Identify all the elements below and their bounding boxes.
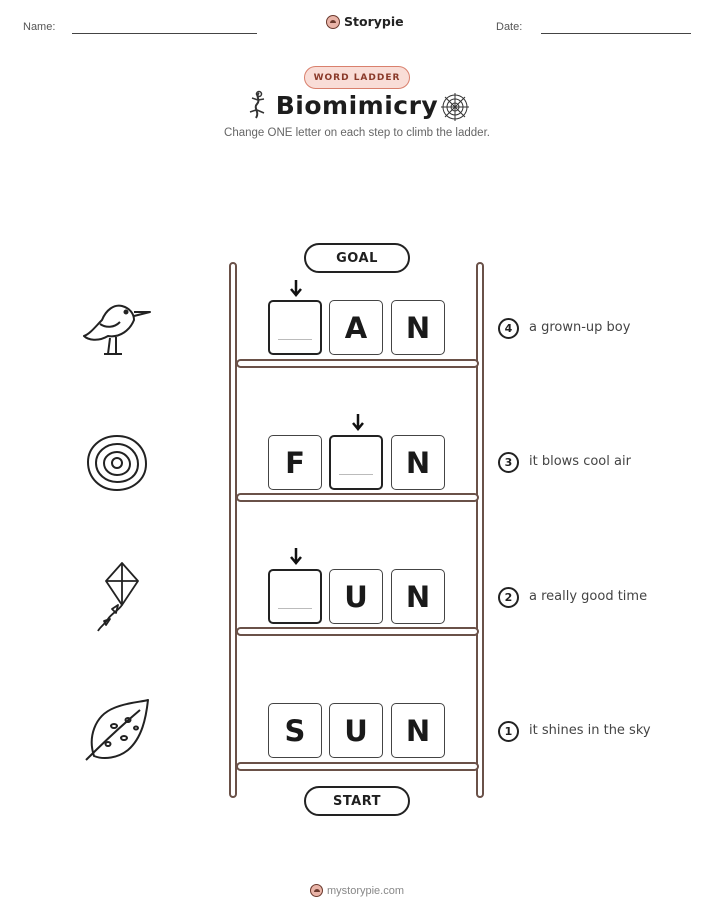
kite-icon (97, 562, 139, 632)
letter-tile: U (329, 569, 383, 624)
clue-text: it shines in the sky (529, 723, 651, 738)
arrow-down-icon (290, 548, 302, 565)
letter-tile: N (391, 300, 445, 355)
brand-name: Storypie (344, 14, 404, 29)
ladder-right-rail (476, 262, 484, 798)
letter-tile-blank[interactable] (268, 569, 322, 624)
ladder-left-rail (229, 262, 237, 798)
bird-icon (83, 304, 151, 355)
page-title: Biomimicry (275, 91, 439, 120)
letter-tile: A (329, 300, 383, 355)
clue-text: a grown-up boy (529, 320, 631, 335)
name-label: Name: (23, 21, 56, 33)
letter-tile: N (391, 703, 445, 758)
ladder-rung (236, 493, 479, 502)
brand-logo: Storypie (326, 14, 404, 29)
step-number: 2 (498, 587, 519, 608)
date-field[interactable] (541, 33, 691, 34)
start-label: START (304, 786, 410, 816)
ladder-rung (236, 627, 479, 636)
bear-icon (326, 14, 340, 29)
ladder-rung (236, 359, 479, 368)
clue-text: a really good time (529, 589, 648, 604)
letter-tile: N (391, 569, 445, 624)
instructions: Change ONE letter on each step to climb … (224, 127, 490, 139)
activity-badge: WORD LADDER (304, 66, 410, 89)
letter-tile: F (268, 435, 322, 490)
footer-site[interactable]: mystorypie.com (326, 884, 405, 897)
spiderweb-icon (441, 93, 469, 121)
arrow-down-icon (352, 414, 364, 431)
letter-tile-blank[interactable] (329, 435, 383, 490)
bear-icon (309, 884, 323, 897)
ladder-rung (236, 762, 479, 771)
shell-icon (86, 434, 148, 492)
step-number: 4 (498, 318, 519, 339)
step-number: 3 (498, 452, 519, 473)
footer: mystorypie.com (0, 884, 714, 897)
clue-text: it blows cool air (529, 454, 631, 469)
gecko-icon (249, 90, 265, 119)
arrow-down-icon (290, 280, 302, 297)
date-label: Date: (496, 21, 523, 33)
step-number: 1 (498, 721, 519, 742)
letter-tile: U (329, 703, 383, 758)
name-field[interactable] (72, 33, 257, 34)
goal-label: GOAL (304, 243, 410, 273)
letter-tile-blank[interactable] (268, 300, 322, 355)
leaf-icon (85, 699, 149, 761)
letter-tile: N (391, 435, 445, 490)
letter-tile: S (268, 703, 322, 758)
